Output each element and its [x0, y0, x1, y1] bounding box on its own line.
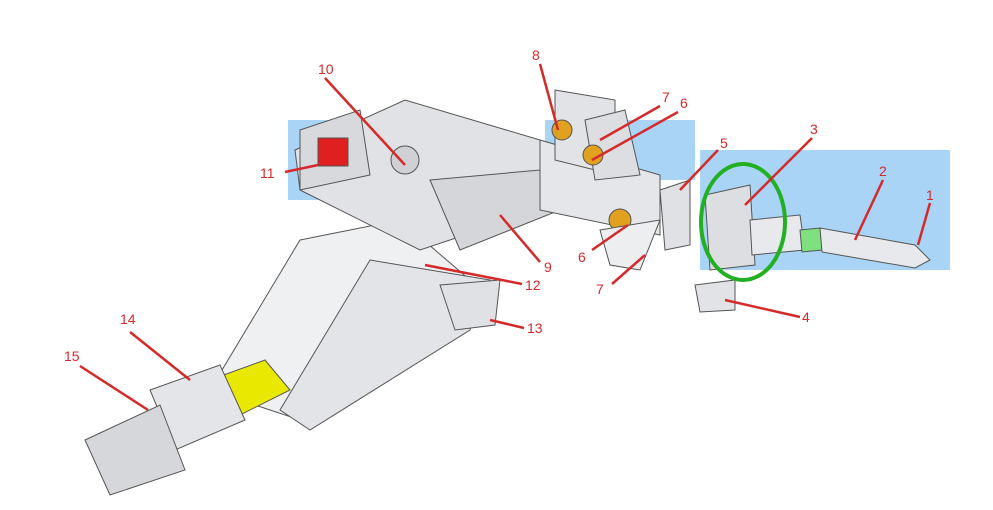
callout-label: 3	[810, 121, 818, 137]
highlight-circle	[699, 162, 787, 282]
callout-label: 12	[525, 277, 541, 293]
callout-label: 5	[720, 135, 728, 151]
callout-label: 7	[596, 281, 604, 297]
callout-label: 15	[64, 348, 80, 364]
callout-leader-line	[679, 149, 719, 191]
callout-leader-line	[591, 110, 679, 162]
callout-label: 6	[578, 249, 586, 265]
callout-leader-line	[853, 179, 885, 241]
callout-label: 6	[680, 95, 688, 111]
callout-leader-line	[611, 254, 646, 285]
nozzle-assembly	[694, 184, 931, 313]
callout-leader-line	[79, 364, 149, 412]
callout-label: 9	[544, 259, 552, 275]
callout-leader-line	[599, 104, 661, 142]
callout-label: 11	[260, 165, 275, 181]
callout-label: 2	[879, 163, 887, 179]
callout-label: 13	[527, 320, 543, 336]
callout-leader-line	[538, 63, 560, 131]
callout-leader-line	[744, 137, 813, 206]
callout-leader-line	[499, 214, 541, 263]
red-indicator	[317, 137, 349, 167]
callout-label: 8	[532, 47, 540, 63]
callout-label: 7	[662, 89, 670, 105]
callout-label: 4	[802, 309, 810, 325]
callout-leader-line	[724, 298, 801, 319]
handle-barrel	[84, 219, 491, 496]
callout-label: 14	[120, 311, 136, 327]
callout-leader-line	[591, 223, 629, 252]
callout-label: 1	[926, 187, 934, 203]
main-body	[294, 89, 691, 331]
callout-leader-line	[916, 202, 932, 246]
callout-leader-line	[424, 263, 523, 286]
callout-label: 10	[318, 61, 334, 77]
callout-leader-line	[489, 318, 525, 330]
callout-leader-line	[284, 163, 319, 174]
callout-leader-line	[324, 77, 406, 166]
callout-leader-line	[129, 331, 191, 381]
